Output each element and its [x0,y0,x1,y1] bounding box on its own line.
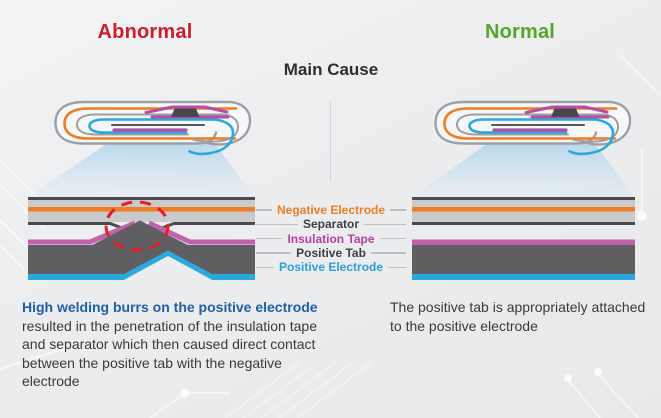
zoom-beam [28,143,255,197]
top-edge-layer [412,197,635,200]
legend-connector-line [388,266,407,269]
legend-item-negative-electrode: Negative Electrode [256,203,407,218]
legend-connector-line [390,209,407,211]
lower-gray-layer [28,211,255,222]
upper-gray-layer [412,200,635,207]
abnormal-caption-emphasis: High welding burrs on the positive elect… [22,299,318,315]
positive-tab-layer [412,245,635,274]
positive-electrode-layer [28,249,255,280]
legend-connector-line [256,266,274,269]
defect-highlight-ellipse [104,200,170,252]
negative-electrode-layer [28,207,255,212]
abnormal-caption-rest: resulted in the penetration of the insul… [22,317,317,390]
legend-connector-line [256,252,292,254]
legend-item-separator: Separator [256,217,406,231]
main-cause-title: Main Cause [283,60,379,79]
separator-layer-broken-right [161,222,255,230]
positive-tab-penetration [28,220,255,274]
insulation-tape-layer-right [147,220,255,245]
abnormal-caption: High welding burrs on the positive elect… [22,298,328,391]
abnormal-title: Abnormal [97,21,193,43]
normal-title: Normal [484,21,556,43]
legend-connector-line [256,223,298,226]
insulation-tape-layer [412,239,635,245]
abnormal-battery-diagram [28,100,255,280]
separator-layer-broken-left [28,222,123,230]
legend-connector-line [364,223,406,226]
legend-label: Positive Electrode [278,260,384,275]
normal-battery-diagram [412,100,635,280]
main-cause-divider-line [330,102,331,182]
legend-item-positive-tab: Positive Tab [256,246,407,261]
legend-item-insulation-tape: Insulation Tape [256,232,406,246]
legend-connector-line [379,237,406,240]
lower-gray-layer [412,211,635,222]
legend-label: Negative Electrode [276,203,386,218]
layer-legend: Negative Electrode Separator Insulation … [256,203,407,275]
legend-label: Separator [302,217,360,232]
legend-label: Positive Tab [296,246,366,261]
separator-layer [412,222,635,225]
normal-cross-section [412,197,635,280]
negative-electrode-layer [412,207,635,212]
positive-electrode-layer [412,274,635,280]
zoom-beam [412,143,635,197]
legend-connector-line [370,252,407,254]
legend-connector-line [256,237,283,240]
abnormal-cross-section [28,197,255,280]
top-edge-layer [28,197,255,200]
legend-item-positive-electrode: Positive Electrode [256,260,407,275]
legend-label: Insulation Tape [287,231,375,246]
legend-connector-line [256,209,272,211]
normal-caption: The positive tab is appropriately attach… [390,299,646,334]
insulation-tape-layer-left [28,220,136,245]
